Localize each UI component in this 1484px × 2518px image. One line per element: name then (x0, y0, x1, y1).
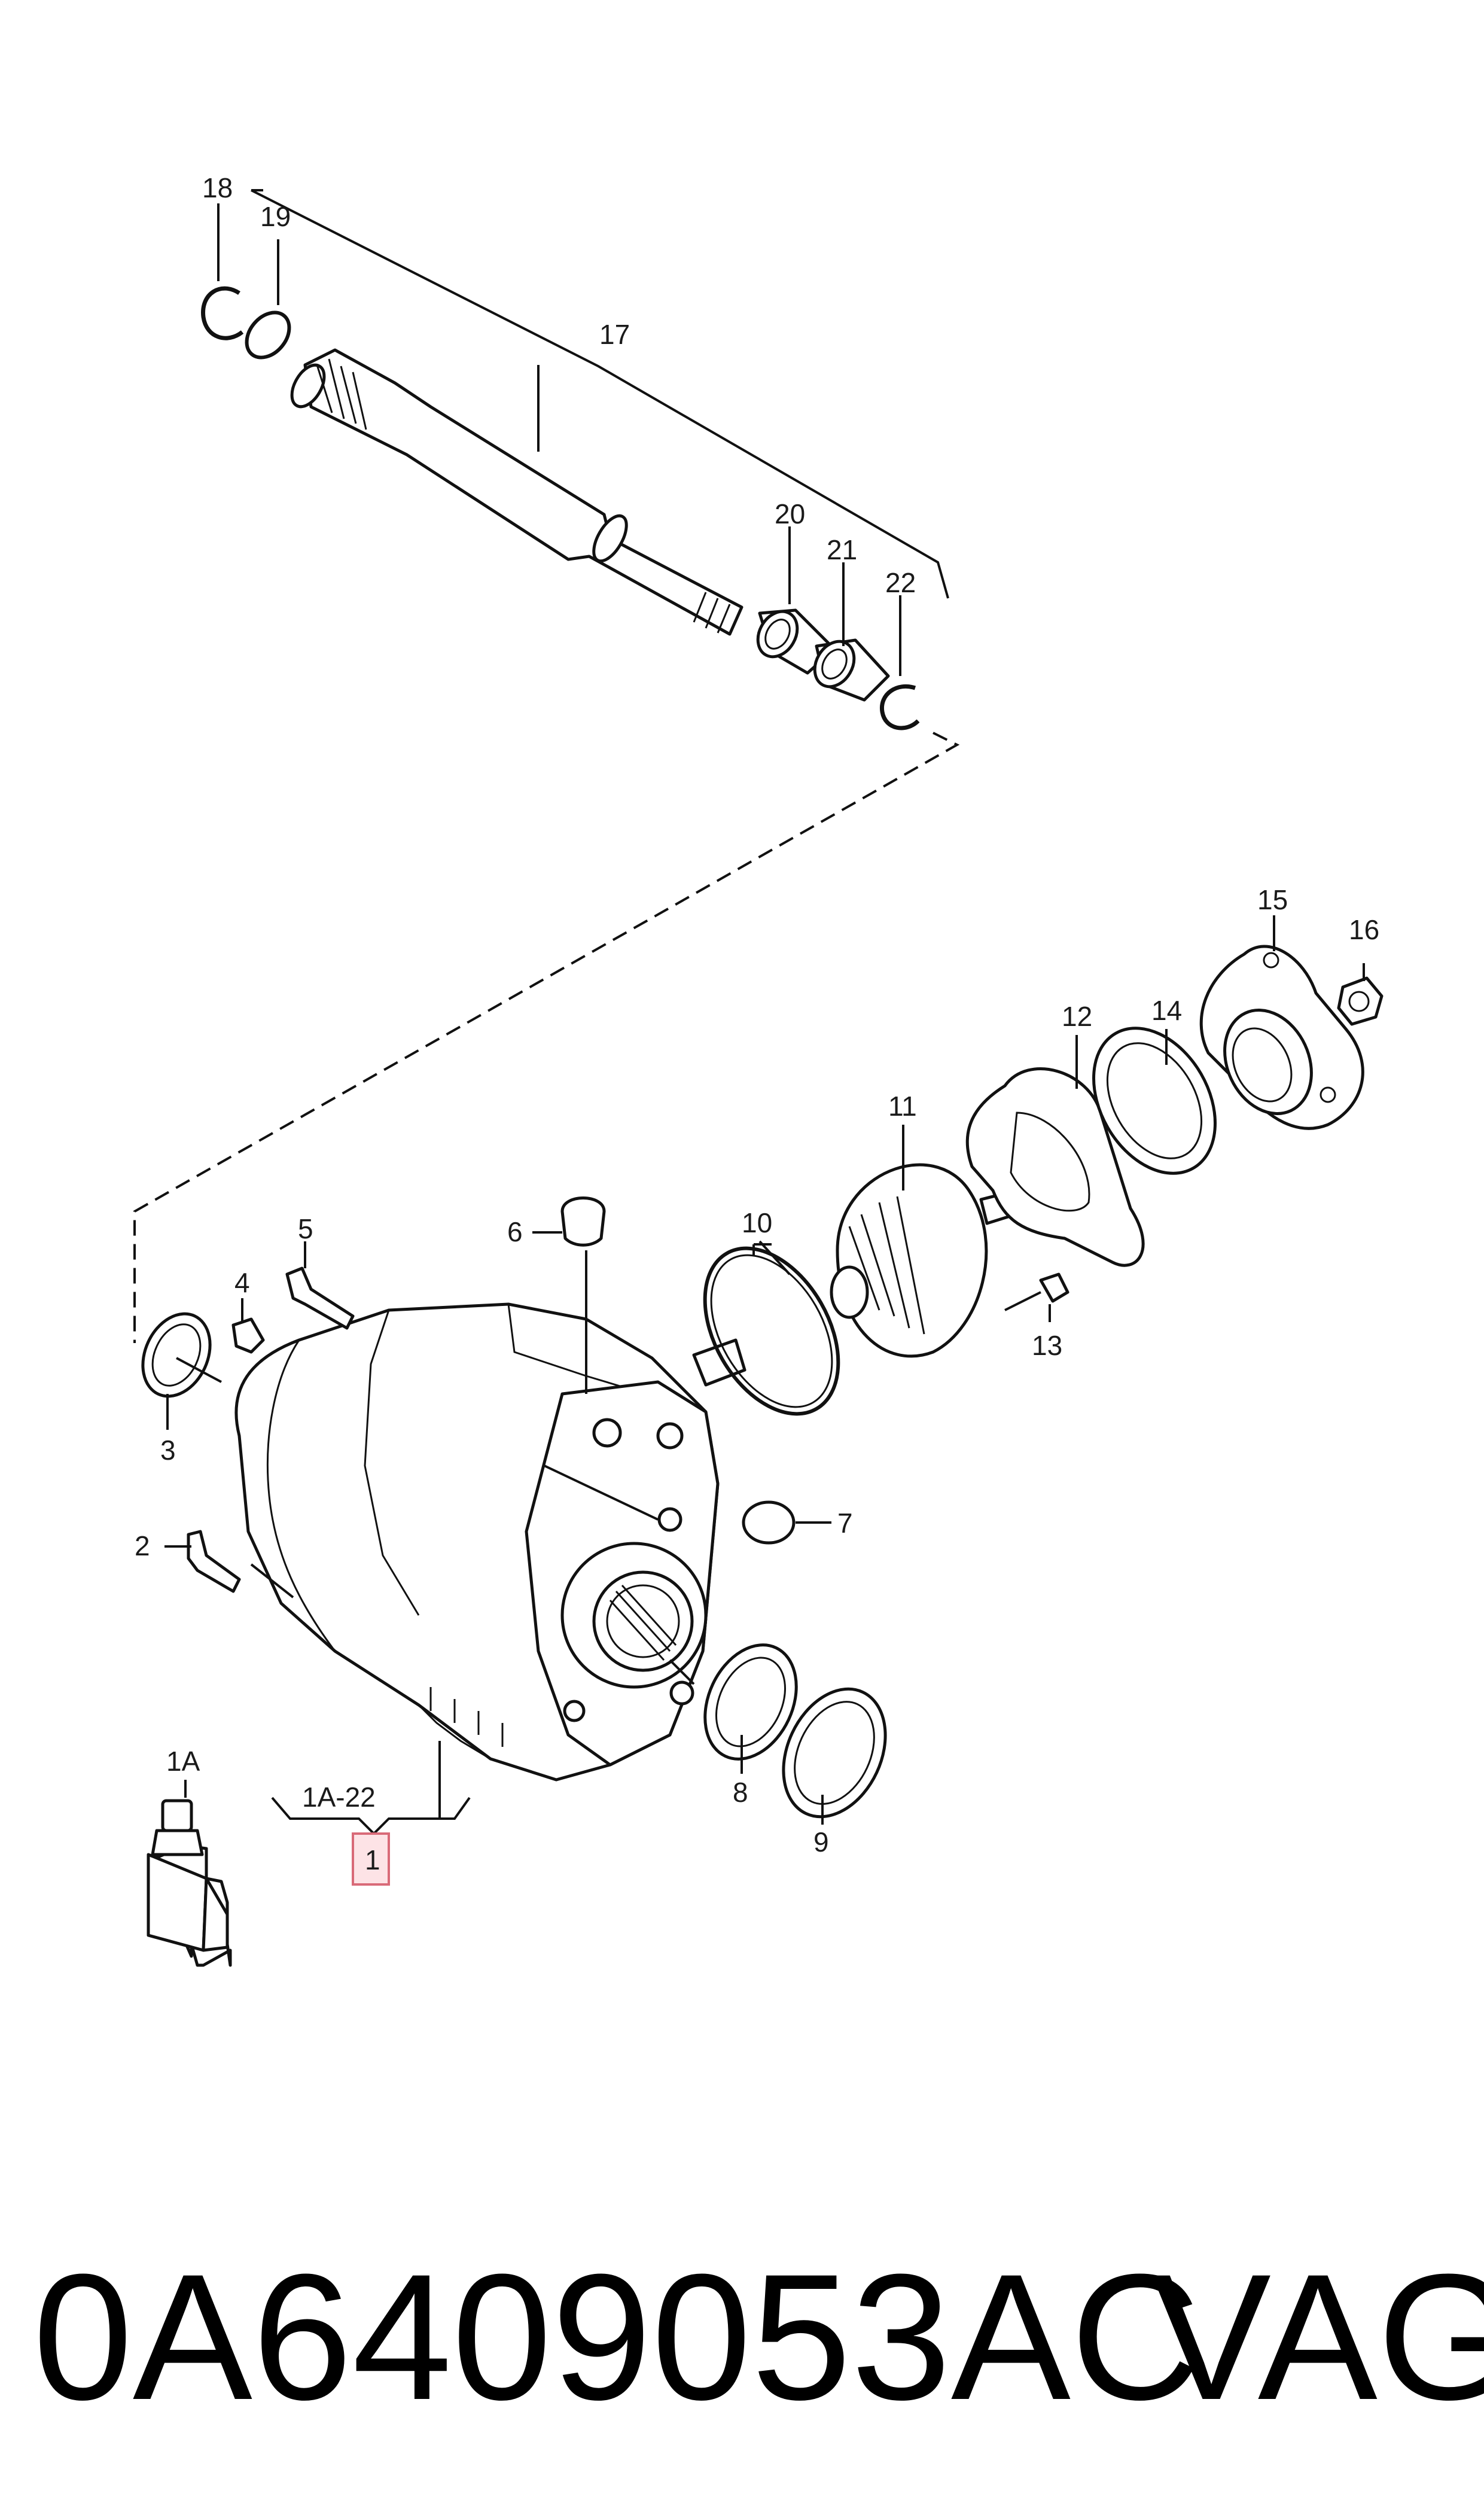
nut-16 (1337, 976, 1384, 1026)
bearing-21 (813, 638, 890, 702)
bolt-13 (1004, 1272, 1069, 1311)
label-22: 22 (885, 567, 916, 598)
snap-ring-22 (880, 684, 920, 730)
bearing-20 (756, 608, 836, 675)
label-6: 6 (507, 1216, 523, 1247)
label-5: 5 (298, 1213, 313, 1244)
label-12: 12 (1062, 1001, 1092, 1032)
bolt-2 (187, 1530, 241, 1593)
label-2: 2 (135, 1530, 150, 1561)
flange-15 (1199, 945, 1364, 1130)
label-13: 13 (1032, 1330, 1062, 1361)
oil-bottle-1a (147, 1799, 232, 1967)
transfer-case-housing (141, 1196, 796, 1782)
seal-3 (141, 1312, 212, 1398)
assembly-leader (133, 732, 960, 1343)
label-1[interactable]: 1 (365, 1844, 380, 1875)
label-8: 8 (733, 1777, 748, 1808)
brand-name: VAG (1151, 2236, 1484, 2437)
shaft-assembly (201, 189, 949, 730)
label-15: 15 (1257, 884, 1288, 915)
bolt-5 (285, 1266, 355, 1330)
bolt-4 (231, 1317, 265, 1354)
cap-6 (560, 1196, 606, 1247)
label-20: 20 (775, 498, 805, 529)
seal-9 (782, 1687, 887, 1819)
o-ring-10 (703, 1246, 840, 1416)
cover-12 (965, 1067, 1145, 1267)
washer-19 (245, 310, 291, 360)
highlighted-part-box[interactable] (352, 1832, 390, 1886)
label-14: 14 (1151, 995, 1182, 1026)
snap-ring-18 (201, 286, 244, 340)
label-1a: 1A (166, 1746, 200, 1777)
part-number: 0A6409053AC (33, 2236, 1200, 2437)
label-1a-22: 1A-22 (302, 1782, 376, 1813)
part-labels: 18 19 17 20 21 22 15 16 12 14 11 10 5 6 … (135, 172, 1379, 1875)
label-7: 7 (837, 1508, 853, 1539)
label-17: 17 (599, 319, 630, 350)
label-10: 10 (742, 1207, 772, 1238)
label-3: 3 (160, 1435, 176, 1466)
seal-8 (703, 1643, 798, 1761)
label-16: 16 (1349, 914, 1379, 945)
label-9: 9 (813, 1826, 829, 1858)
seal-14 (1092, 1027, 1217, 1175)
label-21: 21 (827, 534, 857, 565)
drive-shaft-17 (290, 348, 743, 636)
label-4: 4 (234, 1267, 250, 1298)
plug-7 (742, 1500, 796, 1545)
label-11: 11 (888, 1091, 917, 1122)
label-18: 18 (202, 172, 233, 203)
label-19: 19 (260, 201, 291, 232)
